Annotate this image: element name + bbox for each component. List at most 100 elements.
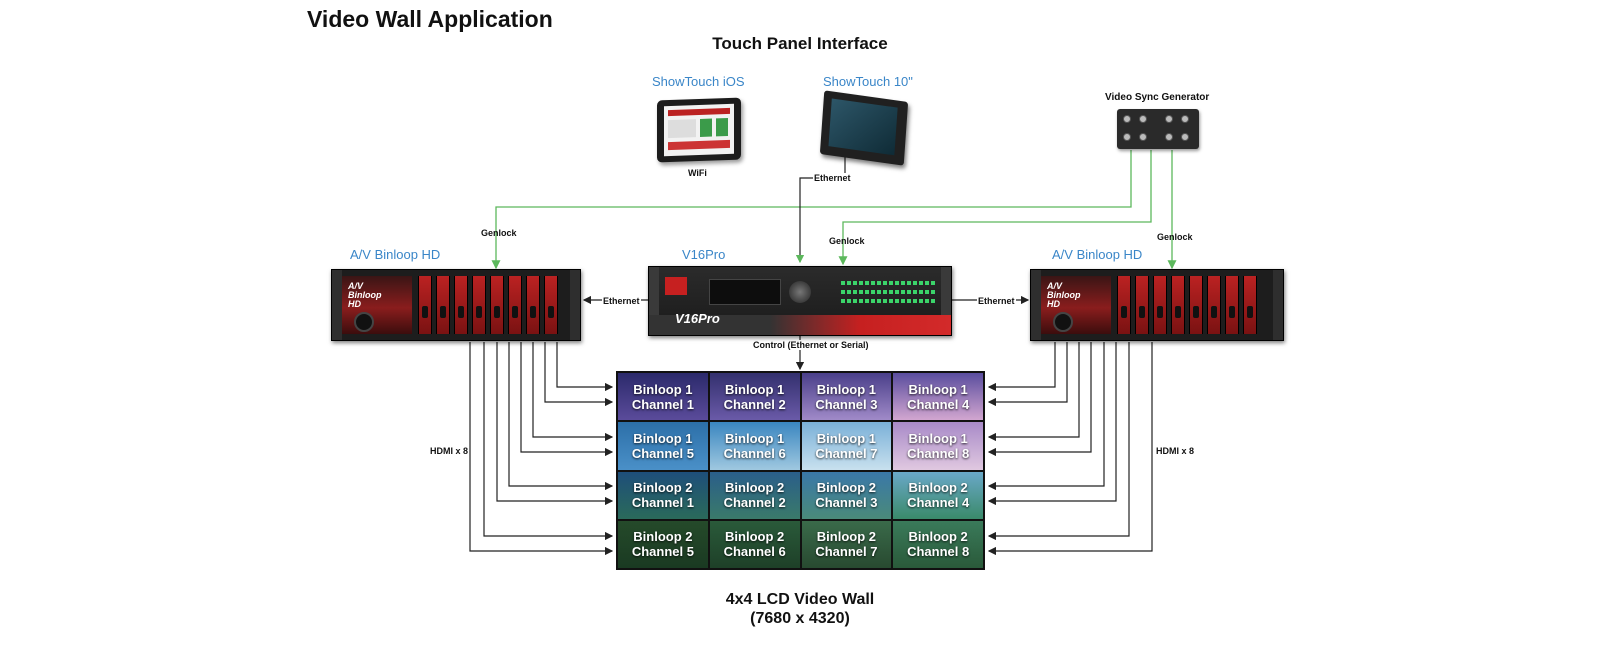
tile-source: Binloop 2 [816, 480, 876, 496]
v16pro-label: V16Pro [682, 247, 726, 262]
status-led [889, 299, 893, 303]
genlock-center-label: Genlock [829, 236, 865, 246]
tile-channel: Channel 7 [815, 445, 878, 461]
tile-channel: Channel 3 [815, 495, 878, 511]
tile-source: Binloop 2 [908, 480, 968, 496]
tile-channel: Channel 4 [907, 396, 970, 412]
status-led [889, 281, 893, 285]
showtouch-10-label: ShowTouch 10" [823, 74, 913, 89]
genlock-wires [491, 150, 1177, 270]
status-led [901, 290, 905, 294]
status-led [919, 281, 923, 285]
status-led [931, 290, 935, 294]
status-led [871, 299, 875, 303]
video-sync-generator [1117, 109, 1199, 149]
tile-source: Binloop 2 [816, 529, 876, 545]
status-led [853, 281, 857, 285]
status-led [895, 299, 899, 303]
status-led [925, 299, 929, 303]
status-led [913, 290, 917, 294]
tile-channel: Channel 2 [723, 396, 786, 412]
red-stripe [649, 315, 951, 335]
rack-ear [941, 267, 951, 335]
status-led [853, 290, 857, 294]
status-led [913, 299, 917, 303]
ethernet-left-label: Ethernet [602, 296, 641, 306]
v16pro-controller: V16Pro [648, 266, 952, 336]
status-led [853, 299, 857, 303]
panel-screen [828, 98, 898, 156]
tile-source: Binloop 2 [633, 529, 693, 545]
status-led [859, 299, 863, 303]
data-wires [469, 152, 1153, 556]
status-led [931, 299, 935, 303]
showtouch-10-panel [819, 90, 909, 166]
rack-ear [1031, 270, 1041, 340]
v16pro-brand: V16Pro [675, 311, 720, 326]
rack-ear [649, 267, 659, 335]
ethernet-top-label: Ethernet [813, 173, 852, 183]
tile-source: Binloop 2 [725, 480, 785, 496]
tile-source: Binloop 1 [816, 381, 876, 397]
status-led [931, 281, 935, 285]
status-led [877, 299, 881, 303]
status-led [841, 281, 845, 285]
status-led [847, 290, 851, 294]
status-led [859, 290, 863, 294]
tile-channel: Channel 2 [723, 495, 786, 511]
showtouch-ios-tablet [657, 97, 741, 163]
status-led [877, 281, 881, 285]
status-led [913, 281, 917, 285]
status-led [889, 290, 893, 294]
tile-source: Binloop 1 [908, 381, 968, 397]
status-led [901, 281, 905, 285]
sync-generator-label: Video Sync Generator [1105, 92, 1210, 103]
status-led [925, 281, 929, 285]
tile-source: Binloop 1 [908, 430, 968, 446]
tile-source: Binloop 1 [725, 430, 785, 446]
status-led [871, 290, 875, 294]
status-led [865, 281, 869, 285]
tile-channel: Channel 5 [631, 544, 694, 560]
genlock-left-label: Genlock [481, 228, 517, 238]
status-led [841, 299, 845, 303]
tile-source: Binloop 1 [725, 381, 785, 397]
status-led [919, 290, 923, 294]
rack-ear [570, 270, 580, 340]
hdmi-left-label: HDMI x 8 [430, 446, 469, 456]
ethernet-right-label: Ethernet [977, 296, 1016, 306]
tile-channel: Channel 8 [907, 445, 970, 461]
tile-channel: Channel 6 [723, 445, 786, 461]
tile-channel: Channel 6 [723, 544, 786, 560]
wifi-label: WiFi [688, 168, 707, 178]
video-wall-title: 4x4 LCD Video Wall [725, 591, 875, 608]
tablet-screen [664, 103, 734, 157]
genlock-right-label: Genlock [1157, 232, 1193, 242]
tile-channel: Channel 3 [815, 396, 878, 412]
tile-channel: Channel 5 [631, 445, 694, 461]
status-led [883, 281, 887, 285]
status-led [847, 281, 851, 285]
knob [1053, 312, 1073, 332]
status-led [883, 290, 887, 294]
diagram-title: Video Wall Application [307, 6, 553, 32]
status-led [907, 299, 911, 303]
status-led [865, 290, 869, 294]
